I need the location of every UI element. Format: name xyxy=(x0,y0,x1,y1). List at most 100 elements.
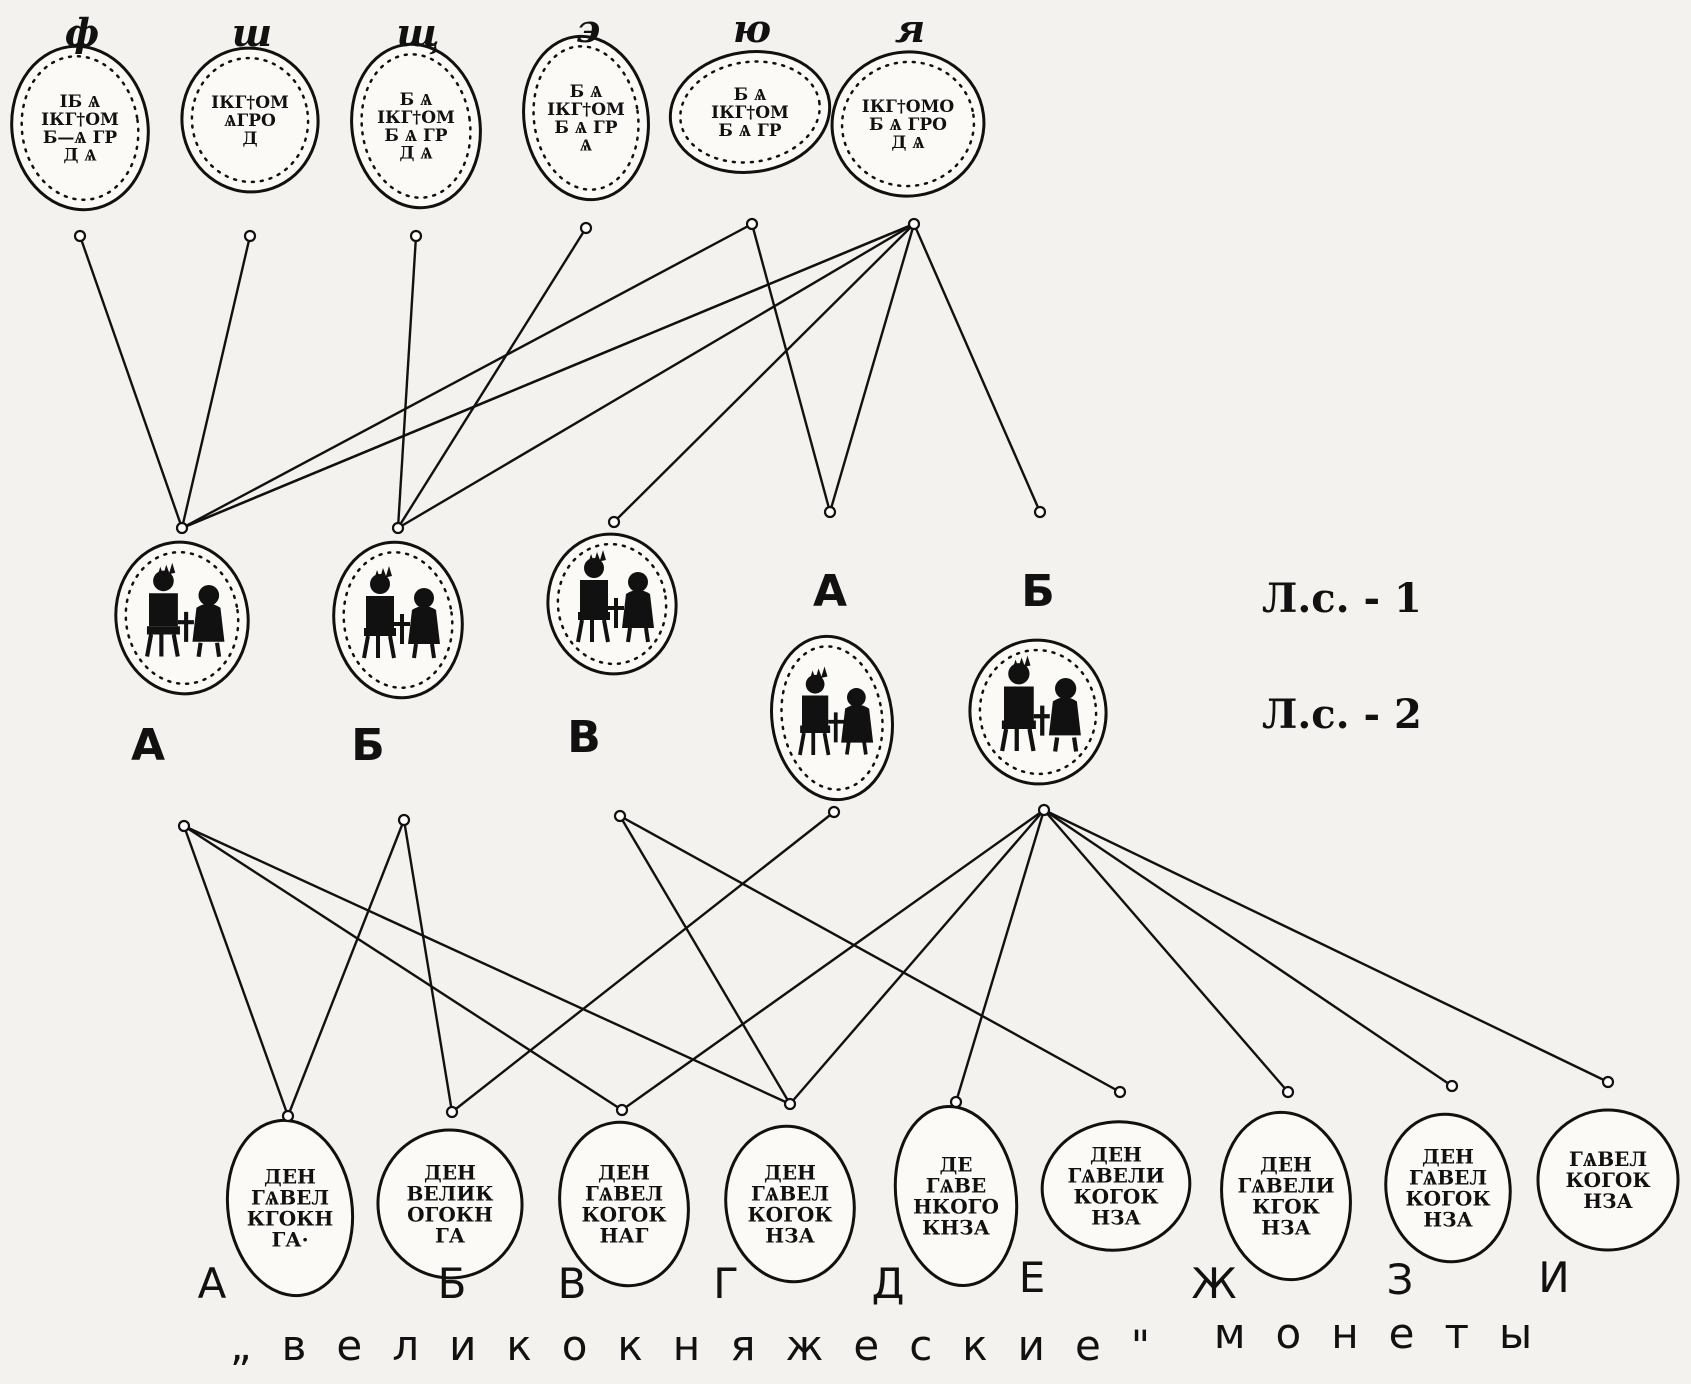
bottom-coin-3-inscription-line: КОГОК xyxy=(581,1203,666,1227)
bottom-label-6: Е xyxy=(1019,1253,1046,1302)
middle-left-coin-3 xyxy=(546,532,678,676)
bottom-coin-4-inscription-line: НЗА xyxy=(765,1224,815,1248)
bottom-label-8: З xyxy=(1387,1255,1414,1304)
top-die-node-2 xyxy=(243,229,257,243)
die-link-upper-12 xyxy=(181,222,915,530)
middle-node-lower-2 xyxy=(397,813,411,827)
middle-right-coin-1-figures xyxy=(798,666,874,756)
die-link-upper-11 xyxy=(912,223,1042,513)
bottom-coin-2-inscription-line: ДЕН xyxy=(424,1161,476,1185)
top-coin-1-inscription-line: Б—Ѧ ГР xyxy=(43,128,117,148)
middle-left-coin-3-pearl-rim xyxy=(556,542,668,666)
bottom-coin-6-inscription-line: ГѦВЕЛИ xyxy=(1068,1164,1165,1188)
bottom-label-7: Ж xyxy=(1191,1259,1236,1308)
die-link-upper-1 xyxy=(78,235,184,529)
top-coin-4-pearl-rim xyxy=(532,45,640,191)
bottom-node-4 xyxy=(783,1097,797,1111)
middle-left-node-upper-1 xyxy=(175,521,189,535)
top-coin-2-outline xyxy=(180,46,320,194)
bottom-coin-3-inscription-line: НАГ xyxy=(600,1224,649,1248)
top-die-node-3 xyxy=(409,229,423,243)
top-coin-3-outline xyxy=(350,42,482,210)
bottom-node-6 xyxy=(1113,1085,1127,1099)
bottom-node-3 xyxy=(615,1103,629,1117)
bottom-label-9: И xyxy=(1538,1253,1569,1302)
bottom-coin-6-inscription-line: КОГОК xyxy=(1073,1185,1158,1209)
legend-line-2: Л.с. - 2 xyxy=(1262,691,1422,738)
top-coin-4-inscription-line: ІКГ†ОМ xyxy=(547,100,625,120)
die-link-upper-2 xyxy=(180,235,252,529)
die-link-upper-8 xyxy=(397,222,915,530)
middle-right-label-1: А xyxy=(813,566,847,617)
die-link-lower-7 xyxy=(619,814,1121,1094)
bottom-coin-8-inscription-line: ДЕН xyxy=(1422,1145,1474,1169)
top-die-node-4 xyxy=(579,221,593,235)
labels-layer: Л.с. - 1 Л.с. - 2 „великокняжеские" моне… xyxy=(230,575,1532,1370)
top-die-label-4: э xyxy=(576,6,601,51)
top-coin-6-inscription-line: Б Ѧ ГРО xyxy=(869,115,947,135)
die-link-lower-12 xyxy=(1043,809,1289,1093)
bottom-coin-1-inscription-line: ГА· xyxy=(271,1228,308,1252)
top-coin-2-inscription-line: ѦГРО xyxy=(224,111,276,131)
top-die-label-3: щ xyxy=(396,10,439,55)
bottom-label-5: Д xyxy=(872,1259,905,1308)
middle-left-coin-3-figures xyxy=(576,550,654,643)
top-coin-6-inscription-line: Д Ѧ xyxy=(891,133,925,153)
die-link-upper-3 xyxy=(396,235,418,529)
middle-right-coin-1-pearl-rim xyxy=(780,645,884,791)
top-coin-5-inscription-line: Б Ѧ ГР xyxy=(718,121,781,141)
middle-right-coin-2-figures xyxy=(1000,655,1081,752)
bottom-coin-4-inscription-line: ДЕН xyxy=(764,1161,816,1185)
bottom-coin-9-outline xyxy=(1536,1108,1680,1252)
die-link-lower-10 xyxy=(789,809,1045,1105)
bottom-coin-8-inscription-line: ГѦВЕЛ xyxy=(1409,1166,1487,1190)
bottom-coin-3-inscription-line: ГѦВЕЛ xyxy=(585,1182,663,1206)
die-links xyxy=(78,222,1609,1117)
die-link-upper-4 xyxy=(396,227,588,529)
top-coin-1-inscription-line: ІБ Ѧ xyxy=(60,92,101,112)
bottom-coin-6-inscription-line: ДЕН xyxy=(1090,1143,1142,1167)
die-link-lower-14 xyxy=(1043,808,1609,1084)
top-coin-3-inscription-line: Д Ѧ xyxy=(399,144,433,164)
middle-node-lower-3 xyxy=(613,809,627,823)
bottom-coin-1-inscription-line: КГОКН xyxy=(247,1207,334,1231)
middle-left-coin-2 xyxy=(332,540,464,700)
die-link-lower-11 xyxy=(954,809,1046,1103)
top-coin-4-inscription-line: Б Ѧ xyxy=(570,82,603,102)
top-coin-2-inscription-line: Д xyxy=(242,129,257,149)
bottom-node-7 xyxy=(1281,1085,1295,1099)
top-coin-4-outline xyxy=(522,34,650,202)
top-coin-1-outline xyxy=(10,44,150,212)
bottom-node-1 xyxy=(281,1109,295,1123)
bottom-label-2: Б xyxy=(438,1259,467,1308)
bottom-label-1: А xyxy=(198,1259,227,1308)
middle-right-node-upper-1 xyxy=(823,505,837,519)
top-coin-3-inscription-line: Б Ѧ xyxy=(400,90,433,110)
bottom-coin-1-inscription-line: ГѦВЕЛ xyxy=(251,1186,329,1210)
caption-great-princely: „великокняжеские" xyxy=(230,1321,1180,1370)
middle-left-label-3: В xyxy=(567,712,601,763)
die-link-lower-5 xyxy=(402,819,454,1113)
bottom-coin-7-outline xyxy=(1220,1110,1352,1282)
top-coin-4-inscription-line: Ѧ xyxy=(580,136,593,156)
top-die-node-6 xyxy=(907,217,921,231)
die-link-upper-5 xyxy=(750,223,832,513)
bottom-coin-5-inscription-line: ГѦВЕ xyxy=(926,1174,986,1198)
bottom-coin-6-outline xyxy=(1040,1120,1192,1252)
bottom-coin-2-inscription-line: ВЕЛИК xyxy=(407,1182,494,1206)
top-coin-2-inscription-line: ІКГ†ОМ xyxy=(211,93,289,113)
bottom-coin-4-outline xyxy=(724,1124,856,1284)
middle-left-label-1: А xyxy=(131,720,165,771)
top-coin-5-outline xyxy=(668,50,832,174)
top-coin-4-inscription-line: Б Ѧ ГР xyxy=(554,118,617,138)
